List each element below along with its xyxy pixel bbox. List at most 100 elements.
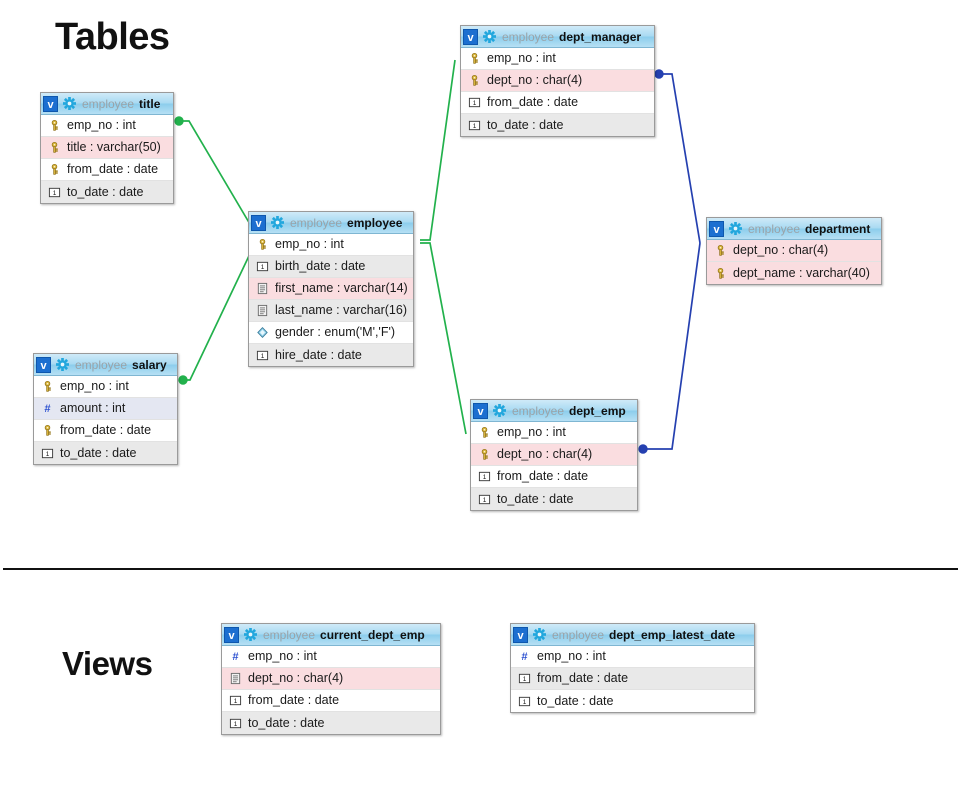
- schema-name: employee: [263, 627, 316, 642]
- date-field-icon: 1: [518, 696, 531, 706]
- field-label: first_name : varchar(14): [275, 281, 408, 295]
- field-row[interactable]: emp_no : int: [34, 376, 177, 398]
- field-label: from_date : date: [60, 423, 152, 437]
- field-row[interactable]: 1 from_date : date: [461, 92, 654, 114]
- field-row[interactable]: emp_no : int: [41, 115, 173, 137]
- field-row[interactable]: emp_no : int: [461, 48, 654, 70]
- date-field-icon: 1: [48, 187, 61, 197]
- relation-endpoint-dot: [178, 375, 188, 385]
- number-field-icon: #: [44, 403, 51, 415]
- schema-name: employee: [502, 29, 555, 44]
- key-field-icon: [51, 163, 58, 175]
- field-row[interactable]: dept_no : char(4): [461, 70, 654, 92]
- view-badge-icon: v: [709, 220, 724, 237]
- field-row[interactable]: last_name : varchar(16): [249, 300, 413, 322]
- field-row[interactable]: #emp_no : int: [222, 646, 440, 668]
- field-row[interactable]: # amount : int: [34, 398, 177, 420]
- key-field-icon: [481, 448, 488, 460]
- date-field-icon: 1: [229, 695, 242, 706]
- number-field-icon: #: [521, 651, 528, 663]
- number-field-icon: #: [232, 651, 239, 663]
- field-row[interactable]: emp_no : int: [249, 234, 413, 256]
- view-badge-icon: v: [513, 626, 528, 643]
- gear-icon: [56, 358, 69, 371]
- view-badge-icon: v: [43, 95, 58, 112]
- field-label: amount : int: [60, 401, 126, 415]
- gear-icon: [244, 628, 257, 641]
- key-field-icon: [717, 244, 724, 256]
- field-label: from_date : date: [487, 95, 579, 109]
- field-label: gender : enum('M','F'): [275, 325, 396, 339]
- view-badge-icon: v: [36, 356, 51, 373]
- field-label: emp_no : int: [537, 649, 606, 663]
- relation-dept_manager-department: [659, 73, 701, 244]
- field-label: to_date : date: [248, 715, 325, 730]
- key-field-icon: [471, 52, 478, 64]
- relation-salary-employee: [183, 238, 258, 381]
- field-row[interactable]: # emp_no : int: [511, 646, 754, 668]
- date-field-icon: 1: [468, 120, 481, 130]
- field-row[interactable]: dept_name : varchar(40): [707, 262, 881, 284]
- relation-endpoint-dot: [174, 116, 184, 126]
- gear-icon: [533, 628, 546, 641]
- field-row[interactable]: from_date : date: [41, 159, 173, 181]
- enum-field-icon: [257, 327, 268, 338]
- field-row[interactable]: emp_no : int: [471, 422, 637, 444]
- svg-text:1: 1: [523, 676, 527, 683]
- svg-text:1: 1: [473, 123, 477, 130]
- field-label: to_date : date: [537, 693, 614, 708]
- view-badge-icon: v: [251, 214, 266, 231]
- entity-header-salary[interactable]: v employee salary: [34, 354, 177, 376]
- key-field-icon: [471, 74, 478, 86]
- field-row[interactable]: title : varchar(50): [41, 137, 173, 159]
- field-label: dept_no : char(4): [248, 671, 344, 685]
- entity-salary[interactable]: v employee salary emp_no : int # amount : int…: [33, 353, 178, 465]
- svg-text:1: 1: [234, 721, 238, 728]
- relation-employee-dept_emp: [420, 242, 467, 435]
- date-field-icon: 1: [478, 494, 491, 504]
- svg-text:1: 1: [46, 451, 50, 458]
- field-label: title : varchar(50): [67, 140, 161, 154]
- schema-name: employee: [75, 357, 128, 372]
- field-label: emp_no : int: [275, 237, 344, 251]
- table-name: title: [139, 96, 161, 111]
- field-row[interactable]: gender : enum('M','F'): [249, 322, 413, 344]
- relation-dept_emp-department: [643, 242, 701, 450]
- field-label: from_date : date: [67, 162, 159, 176]
- svg-text:1: 1: [523, 699, 527, 706]
- field-label: dept_name : varchar(40): [733, 265, 870, 280]
- field-row[interactable]: from_date : date: [34, 420, 177, 442]
- date-field-icon: 1: [468, 97, 481, 108]
- field-row[interactable]: dept_no : char(4): [707, 240, 881, 262]
- field-row[interactable]: first_name : varchar(14): [249, 278, 413, 300]
- field-row[interactable]: dept_no : char(4): [471, 444, 637, 466]
- field-row[interactable]: 1 to_date : date: [511, 690, 754, 712]
- table-name: salary: [132, 357, 167, 372]
- field-row[interactable]: dept_no : char(4): [222, 668, 440, 690]
- field-row[interactable]: 1 to_date : date: [222, 712, 440, 734]
- field-label: dept_no : char(4): [497, 447, 593, 461]
